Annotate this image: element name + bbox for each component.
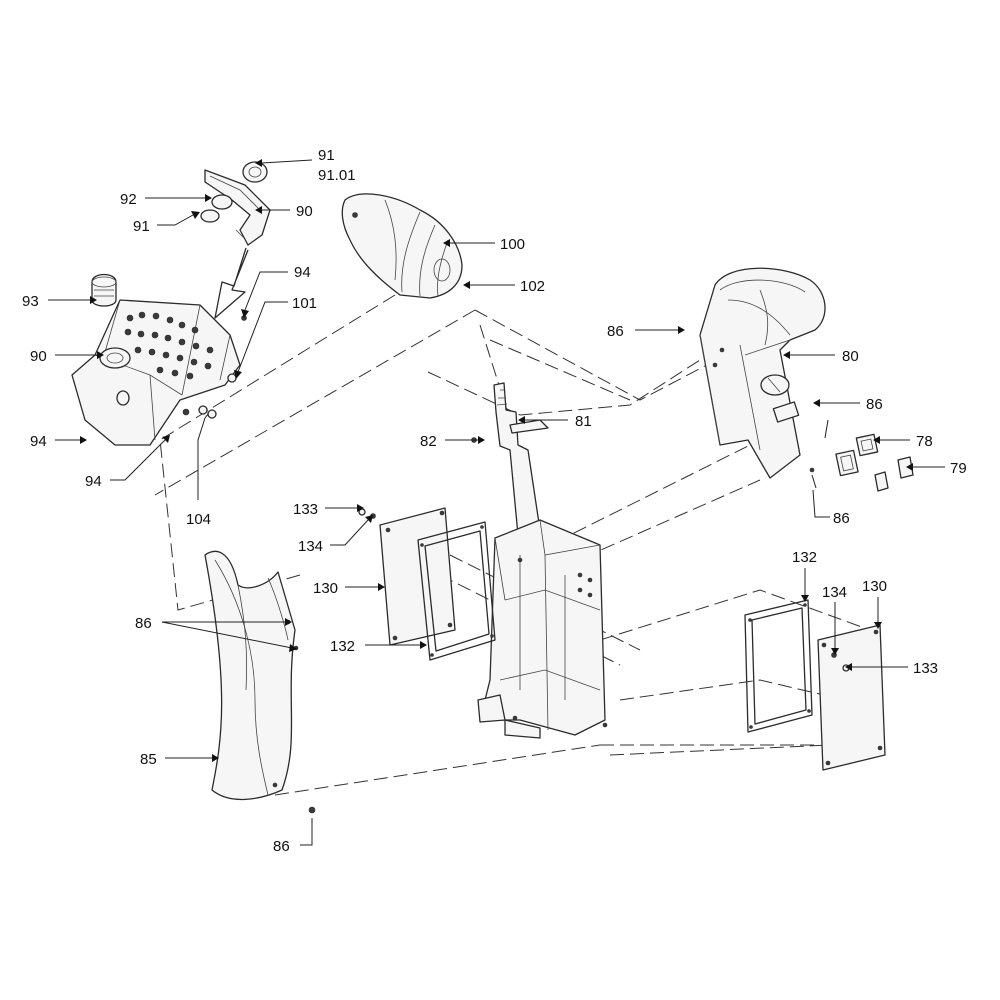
callout-86: 86 [866, 396, 883, 413]
callout-92: 92 [120, 191, 137, 208]
callout-132: 132 [330, 638, 355, 655]
callout-85: 85 [140, 751, 157, 768]
callout-133: 133 [293, 501, 318, 518]
callout-90: 90 [296, 203, 313, 220]
callout-labels: 91 91.01 92 91 90 100 102 94 101 93 90 9… [22, 147, 967, 855]
callout-86: 86 [833, 510, 850, 527]
callout-102: 102 [520, 278, 545, 295]
callout-133: 133 [913, 660, 938, 677]
callout-78: 78 [916, 433, 933, 450]
callout-104: 104 [186, 511, 211, 528]
steering-column-frame [471, 382, 608, 739]
callout-130: 130 [313, 580, 338, 597]
callout-86: 86 [135, 615, 152, 632]
leader-lines [48, 159, 945, 846]
gasket-left-132 [417, 521, 496, 661]
dome-cover-100 [341, 193, 463, 299]
callout-79: 79 [950, 460, 967, 477]
control-panel-buttons [124, 311, 214, 380]
callout-94: 94 [85, 473, 102, 490]
column-cover-85 [204, 550, 316, 814]
bracket-assembly-90 [200, 161, 271, 319]
callout-101: 101 [292, 295, 317, 312]
callout-91-01: 91.01 [318, 167, 356, 184]
gasket-right-132 [744, 599, 813, 733]
callout-80: 80 [842, 348, 859, 365]
access-panel-left-130 [358, 507, 456, 646]
callout-94: 94 [30, 433, 47, 450]
callout-134: 134 [298, 538, 323, 555]
access-panel-right-130 [817, 624, 886, 771]
callout-100: 100 [500, 236, 525, 253]
callout-81: 81 [575, 413, 592, 430]
rear-housing-80 [699, 267, 914, 492]
callout-86: 86 [273, 838, 290, 855]
callout-130: 130 [862, 578, 887, 595]
callout-94: 94 [294, 264, 311, 281]
callout-90: 90 [30, 348, 47, 365]
callout-134: 134 [822, 584, 847, 601]
dashboard-housing-90 [71, 273, 247, 446]
callout-132: 132 [792, 549, 817, 566]
callout-91: 91 [318, 147, 335, 164]
callout-86: 86 [607, 323, 624, 340]
callout-82: 82 [420, 433, 437, 450]
callout-93: 93 [22, 293, 39, 310]
callout-91: 91 [133, 218, 150, 235]
